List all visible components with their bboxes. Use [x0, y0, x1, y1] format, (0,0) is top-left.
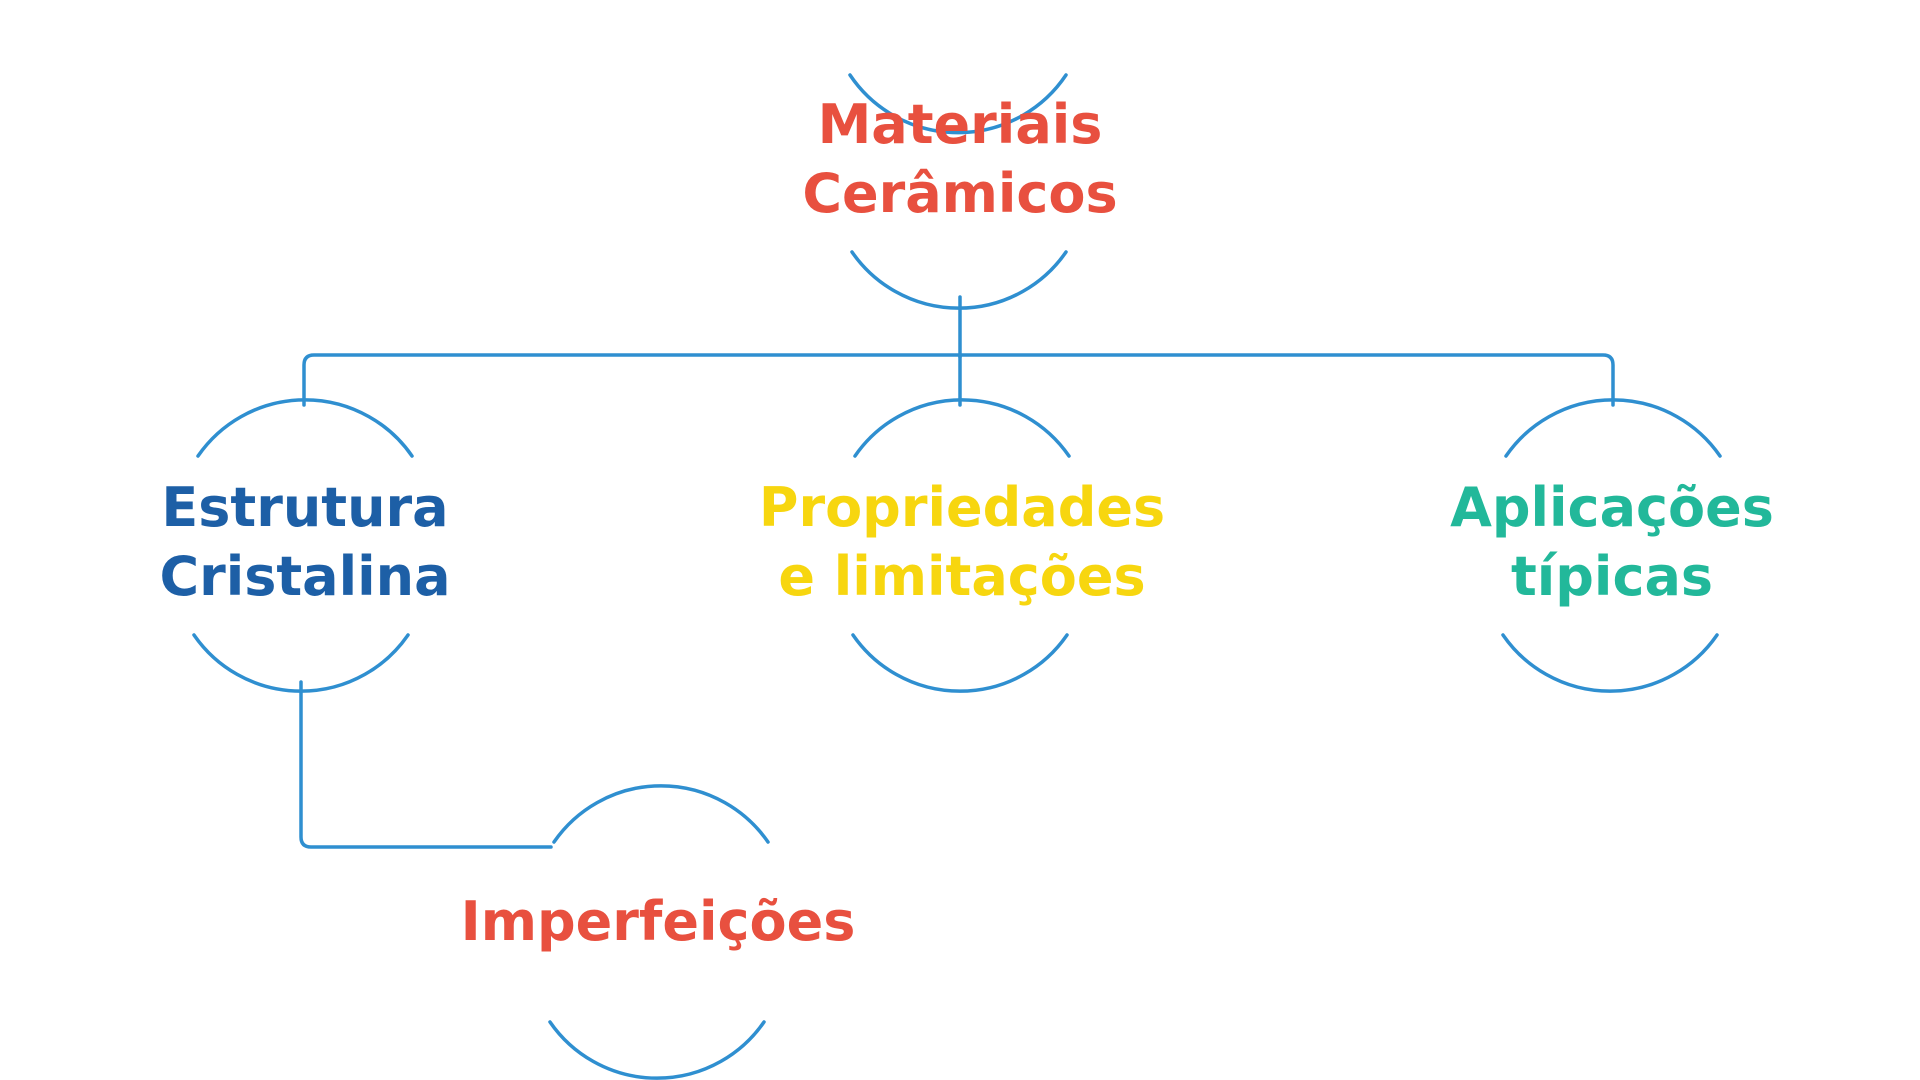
- propriedades-node-label-line1: Propriedades: [759, 476, 1165, 539]
- propriedades-node-bottom-arc: [851, 633, 1069, 693]
- propriedades-node-top-arc: [853, 398, 1071, 458]
- root-node-label-line1: Materiais: [818, 93, 1103, 156]
- root-node-top-arc: [848, 73, 1068, 135]
- estrutura-node-label-line1: Estrutura: [161, 476, 448, 539]
- aplicacoes-node-top-arc: [1504, 398, 1722, 458]
- root-node-label-line2: Cerâmicos: [802, 162, 1117, 225]
- estrutura-node-bottom-arc: [192, 633, 410, 693]
- imperfeicoes-node-label: Imperfeições: [461, 890, 856, 953]
- imperfeicoes-node-top-arc: [552, 784, 770, 844]
- estrutura-node-top-arc: [196, 398, 414, 458]
- aplicacoes-node-label-line1: Aplicações: [1450, 476, 1774, 539]
- aplicacoes-node-bottom-arc: [1501, 633, 1719, 693]
- estrutura-node-label-line2: Cristalina: [159, 545, 450, 608]
- connector-sub: [299, 680, 553, 849]
- imperfeicoes-node-bottom-arc: [548, 1020, 766, 1080]
- propriedades-node-label-line2: e limitações: [778, 545, 1145, 608]
- connector-lines: [192, 73, 1722, 1080]
- aplicacoes-node-label-line2: típicas: [1511, 545, 1713, 608]
- root-node-bottom-arc: [850, 250, 1068, 310]
